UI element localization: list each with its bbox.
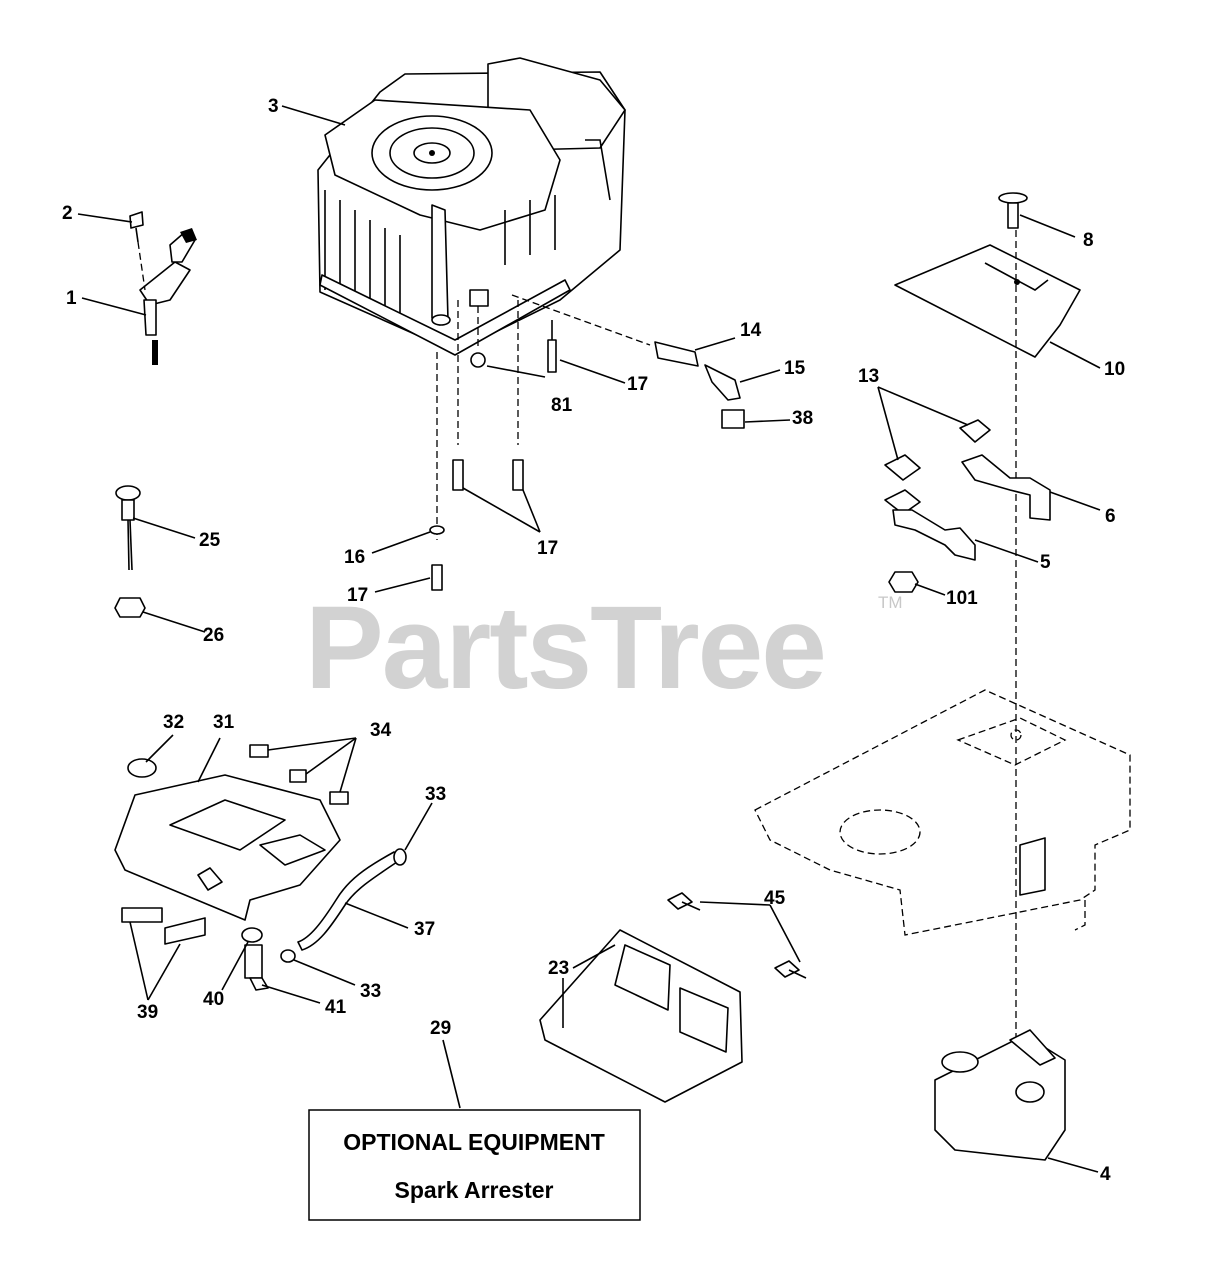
callout-15: 15 — [784, 358, 806, 379]
callout-labels: 3 2 1 8 10 13 14 15 38 17 81 6 5 101 25 … — [62, 96, 1125, 1185]
callout-23: 23 — [548, 958, 569, 979]
engine — [317, 57, 626, 356]
callout-34: 34 — [370, 720, 392, 741]
optional-equipment-box: OPTIONAL EQUIPMENT Spark Arrester — [308, 1109, 641, 1221]
callout-33a: 33 — [425, 784, 446, 805]
breather-hose — [241, 848, 407, 991]
optional-equipment-subtitle: Spark Arrester — [395, 1177, 554, 1203]
callout-3: 3 — [268, 96, 279, 117]
callout-16: 16 — [344, 547, 365, 568]
callout-32: 32 — [163, 712, 184, 733]
optional-equipment-title: OPTIONAL EQUIPMENT — [343, 1129, 605, 1155]
callout-2: 2 — [62, 203, 73, 224]
air-cleaner — [114, 744, 349, 945]
callout-37: 37 — [414, 919, 435, 940]
chassis-frame — [754, 689, 1131, 936]
callout-29: 29 — [430, 1018, 451, 1039]
spark-arrester — [539, 892, 807, 1103]
callout-6: 6 — [1105, 506, 1116, 527]
watermark-tm: TM — [878, 593, 903, 612]
callout-5: 5 — [1040, 552, 1051, 573]
callout-1: 1 — [66, 288, 77, 309]
callout-45: 45 — [764, 888, 786, 909]
callout-33b: 33 — [360, 981, 381, 1002]
heat-shield — [894, 192, 1081, 1040]
muffler — [934, 1029, 1066, 1161]
callout-39: 39 — [137, 1002, 158, 1023]
callout-8: 8 — [1083, 230, 1094, 251]
callout-26: 26 — [203, 625, 224, 646]
dipstick — [114, 485, 146, 618]
callout-101: 101 — [946, 588, 978, 609]
throttle-control — [129, 211, 197, 365]
callout-40: 40 — [203, 989, 224, 1010]
callout-4: 4 — [1100, 1164, 1111, 1185]
exhaust-pipes — [884, 419, 1051, 593]
callout-38: 38 — [792, 408, 813, 429]
callout-17b: 17 — [537, 538, 558, 559]
callout-13: 13 — [858, 366, 879, 387]
callout-17c: 17 — [347, 585, 368, 606]
callout-25: 25 — [199, 530, 221, 551]
callout-81: 81 — [551, 395, 573, 416]
watermark: PartsTree — [305, 582, 825, 714]
fuel-line-fittings — [429, 289, 745, 591]
leader-lines — [77, 105, 1101, 1173]
callout-14: 14 — [740, 320, 762, 341]
callout-10: 10 — [1104, 359, 1125, 380]
callout-17a: 17 — [627, 374, 648, 395]
callout-41: 41 — [325, 997, 347, 1018]
callout-31: 31 — [213, 712, 235, 733]
